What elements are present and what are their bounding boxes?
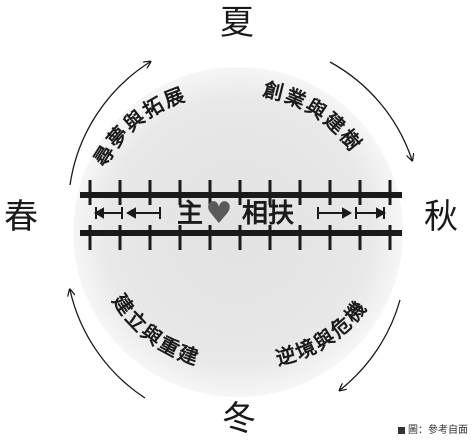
- arrow-winter-to-spring: [70, 290, 146, 399]
- heart-icon: ♥: [206, 196, 233, 231]
- right-arrows: [317, 207, 387, 219]
- arrow-summer-to-autumn: [329, 61, 412, 160]
- season-summer: 夏: [220, 3, 254, 43]
- caption-square-icon: [398, 426, 405, 434]
- season-spring: 春: [4, 197, 38, 237]
- center-left-text: 主: [177, 199, 203, 229]
- figure-caption: 圖：參考自面: [398, 421, 468, 436]
- season-winter: 冬: [222, 399, 256, 439]
- ladder-top-ticks: [88, 180, 392, 205]
- caption-text: 圖：參考自面: [408, 425, 468, 436]
- arrow-autumn-to-winter: [340, 299, 401, 390]
- season-autumn: 秋: [424, 197, 458, 237]
- ladder-bottom-ticks: [88, 225, 392, 250]
- center-right-text: 相扶: [242, 199, 294, 229]
- ladder: [80, 180, 402, 250]
- arrow-spring-to-summer: [69, 62, 150, 186]
- left-arrows: [93, 207, 161, 219]
